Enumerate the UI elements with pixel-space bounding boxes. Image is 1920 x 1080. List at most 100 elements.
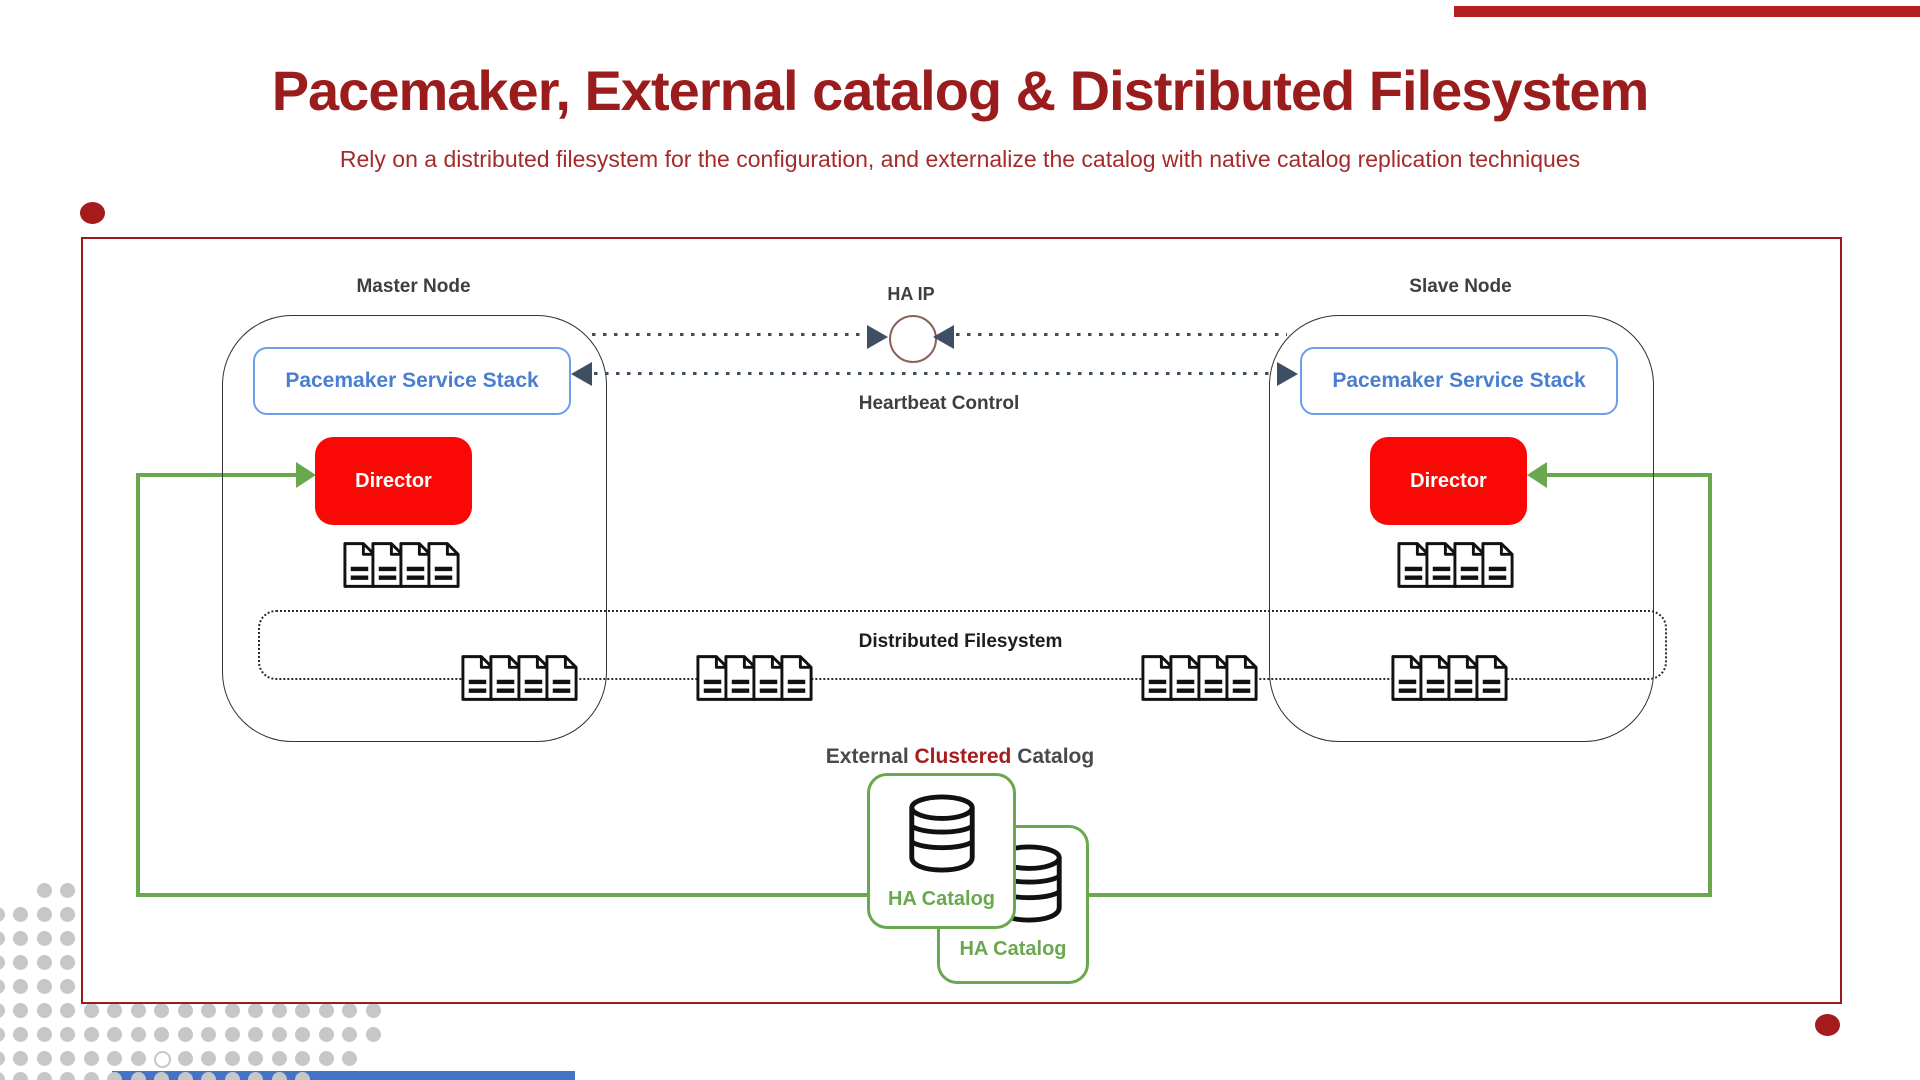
green-arrow-into-slave-director-icon [1527,462,1547,488]
pattern-dot [248,1050,263,1066]
pattern-dot [177,1071,193,1080]
pattern-dot [107,1002,122,1018]
master-director-box: Director [315,437,472,525]
pattern-dot [248,1071,263,1080]
filesystem-documents-icon [1133,654,1258,702]
replication-line-bottom-right [1083,893,1712,897]
pattern-dot [318,1026,334,1042]
document-icon [1475,655,1508,701]
pattern-dot [13,1002,28,1018]
pattern-dot [271,1002,287,1018]
database-icon [903,792,981,881]
filesystem-documents-icon [453,654,578,702]
pattern-dot [60,930,75,946]
pattern-dot [318,1002,334,1018]
replication-line-left [136,473,140,897]
pattern-dot [248,1002,263,1018]
pattern-dot [60,1071,75,1080]
filesystem-documents-icon [688,654,813,702]
slave-director-label: Director [1410,469,1487,492]
master-documents-icon [335,541,460,589]
pattern-dot [36,906,52,922]
pattern-dot [271,1026,287,1042]
pattern-dot [83,1002,99,1018]
replication-line-slave [1546,473,1712,477]
pattern-dot [177,1050,193,1066]
ha-ip-dotted-line-right [956,333,1287,336]
pattern-dot [342,1002,357,1018]
pattern-dot [295,1050,310,1066]
external-catalog-label-highlight: Clustered [914,745,1012,768]
document-icon [489,655,522,701]
pattern-dot [318,1050,334,1066]
pattern-dot [60,1050,75,1066]
pattern-dot [60,1026,75,1042]
ha-catalog-back-label: HA Catalog [959,938,1067,960]
document-icon [1225,655,1258,701]
pattern-dot [36,1071,52,1080]
pattern-dot [13,954,28,970]
slave-director-box: Director [1370,437,1527,525]
pattern-dot [295,1002,310,1018]
external-catalog-label-suffix: Catalog [1011,745,1095,768]
pattern-dot [130,1071,146,1080]
filesystem-documents-icon [1383,654,1508,702]
pattern-dot [83,1071,99,1080]
pattern-dot [201,1050,216,1066]
pattern-dot [60,954,75,970]
pattern-dot [224,1026,240,1042]
pattern-dot [224,1050,240,1066]
document-icon [545,655,578,701]
pattern-dot [60,978,75,994]
pattern-dot [36,978,52,994]
pattern-dot [36,1002,52,1018]
distributed-filesystem-box [258,610,1667,680]
replication-line-master [138,473,298,477]
pattern-dot [13,906,28,922]
heartbeat-arrow-into-slave-icon [1277,362,1298,386]
pattern-dot [0,1050,5,1066]
pattern-dot [0,1026,5,1042]
heartbeat-dotted-line [594,372,1274,375]
arrow-into-ha-ip-right-icon [933,325,954,349]
external-catalog-label: External Clustered Catalog [710,745,1210,769]
slave-node-box [1269,315,1654,742]
pattern-dot [271,1071,287,1080]
pattern-dot [36,1050,52,1066]
pattern-dot [224,1002,240,1018]
master-pacemaker-label: Pacemaker Service Stack [285,369,539,392]
pattern-dot [177,1026,193,1042]
master-director-label: Director [355,469,432,492]
pattern-dot [0,1002,5,1018]
hollow-dot [154,1050,171,1068]
pattern-dot [295,1071,310,1080]
pattern-dot [201,1002,216,1018]
ha-ip-dotted-line-left [592,333,866,336]
pattern-dot [107,1071,122,1080]
slave-node-label: Slave Node [1409,276,1512,297]
pattern-dot [36,1026,52,1042]
pattern-dot [83,1026,99,1042]
pattern-dot [36,930,52,946]
top-accent-bar [1454,6,1920,17]
pattern-dot [60,1002,75,1018]
pattern-dot [107,1050,122,1066]
pattern-dot [83,1050,99,1066]
master-node-box [222,315,607,742]
pattern-dot [60,906,75,922]
bottom-accent-bar [112,1071,575,1080]
pattern-dot [130,1026,146,1042]
red-dot-top-left [80,202,105,224]
pattern-dot [107,1026,122,1042]
document-icon [752,655,785,701]
document-icon [780,655,813,701]
pattern-dot [0,978,5,994]
ha-ip-circle-icon [889,315,937,363]
ha-catalog-front-box: HA Catalog [867,773,1016,929]
pattern-dot [13,1026,28,1042]
pattern-dot [201,1071,216,1080]
pattern-dot [0,906,5,922]
pattern-dot [154,1002,169,1018]
distributed-filesystem-label: Distributed Filesystem [858,631,1063,652]
pattern-dot [365,1026,381,1042]
